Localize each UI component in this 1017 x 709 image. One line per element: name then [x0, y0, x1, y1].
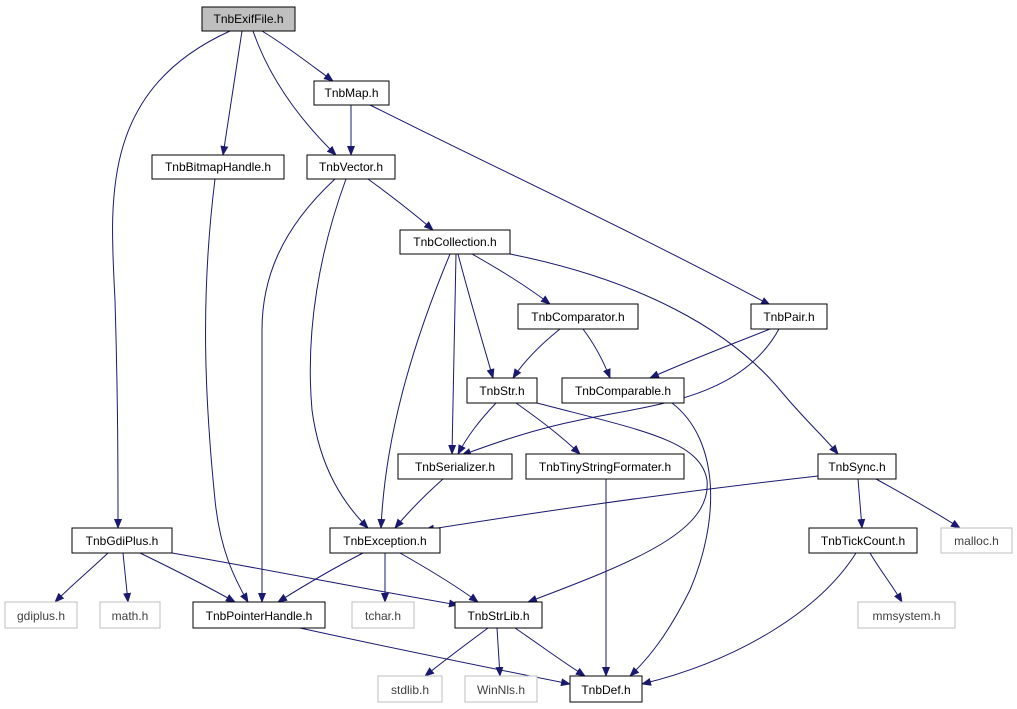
node-tnbexception[interactable]: TnbException.h	[329, 527, 441, 554]
node-label: TnbStrLib.h	[467, 609, 529, 623]
node-tnbcomparator[interactable]: TnbComparator.h	[517, 303, 639, 330]
node-label: WinNls.h	[477, 683, 525, 697]
edge-vector-to-exception	[309, 178, 369, 529]
edge-vector-to-collection	[367, 178, 434, 231]
node-winnls[interactable]: WinNls.h	[464, 675, 538, 703]
edge-gdiplus-to-strlib	[171, 552, 459, 608]
node-tnbdef[interactable]: TnbDef.h	[569, 675, 643, 703]
node-label: TnbSerializer.h	[415, 460, 495, 474]
node-label: TnbGdiPlus.h	[86, 534, 159, 548]
edge-exif-to-vector	[252, 30, 337, 156]
edge-gdiplus-to-math	[122, 552, 132, 603]
node-label: TnbVector.h	[319, 160, 383, 174]
node-malloc[interactable]: malloc.h	[940, 527, 1013, 554]
edge-vector-to-pointer	[258, 178, 336, 603]
node-label: TnbSync.h	[828, 460, 885, 474]
node-tnbgdiplus[interactable]: TnbGdiPlus.h	[71, 527, 173, 554]
node-label: gdiplus.h	[17, 609, 65, 623]
edge-comparable-to-def	[629, 402, 712, 677]
node-tnbcollection[interactable]: TnbCollection.h	[399, 229, 511, 255]
node-tnbmap[interactable]: TnbMap.h	[313, 80, 390, 106]
node-label: malloc.h	[954, 534, 999, 548]
node-tnbpair[interactable]: TnbPair.h	[750, 303, 828, 330]
edge-exception-to-pointer	[277, 552, 364, 603]
edge-sync-to-exception	[424, 475, 819, 533]
node-label: TnbComparable.h	[575, 384, 671, 398]
edge-str-to-strlib	[527, 402, 708, 603]
node-tnbsync[interactable]: TnbSync.h	[817, 453, 897, 480]
edge-comparator-to-comparable	[582, 328, 611, 379]
dependency-nodes: TnbExifFile.h TnbMap.h TnbBitmapHandle.h…	[4, 6, 1013, 703]
node-label: TnbCollection.h	[413, 235, 496, 249]
edge-collection-to-str	[457, 253, 495, 379]
edge-gdiplus-to-gdiplus-sys	[54, 552, 109, 603]
node-tchar[interactable]: tchar.h	[351, 601, 415, 629]
node-tnbtickcount[interactable]: TnbTickCount.h	[808, 527, 918, 554]
node-gdiplus-sys[interactable]: gdiplus.h	[4, 601, 78, 629]
node-label: tchar.h	[365, 609, 401, 623]
node-label: TnbMap.h	[324, 86, 378, 100]
edge-strlib-to-stdlib	[424, 627, 489, 677]
node-label: TnbStr.h	[479, 384, 524, 398]
dependency-edges	[54, 30, 961, 687]
edge-gdiplus-to-pointer	[139, 552, 236, 603]
edge-strlib-to-winnls	[495, 627, 504, 677]
edge-collection-to-serializer	[448, 253, 457, 455]
node-tnbstr[interactable]: TnbStr.h	[466, 377, 538, 404]
edge-comparator-to-str	[512, 328, 561, 379]
node-tnbvector[interactable]: TnbVector.h	[306, 154, 396, 180]
edge-exif-to-gdiplus	[112, 30, 231, 529]
edge-str-to-tiny	[515, 402, 581, 455]
edge-pair-to-comparable	[649, 328, 771, 379]
node-mmsystem[interactable]: mmsystem.h	[857, 601, 956, 629]
edge-bitmap-to-pointer	[205, 178, 249, 603]
node-math[interactable]: math.h	[99, 601, 161, 629]
edge-collection-to-sync	[509, 253, 839, 455]
edge-pointer-to-def	[299, 627, 571, 687]
node-label: TnbTinyStringFormater.h	[539, 460, 671, 474]
edge-serializer-to-exception	[394, 478, 444, 529]
node-tnbcomparable[interactable]: TnbComparable.h	[561, 377, 685, 404]
node-tnbpointerhandle[interactable]: TnbPointerHandle.h	[192, 601, 326, 629]
edge-tick-to-mmsystem	[869, 552, 903, 603]
node-label: stdlib.h	[391, 683, 429, 697]
edge-sync-to-malloc	[875, 478, 961, 529]
edge-sync-to-tick	[857, 478, 866, 529]
node-tnbstrlib[interactable]: TnbStrLib.h	[454, 601, 543, 629]
node-label: math.h	[112, 609, 149, 623]
edge-tick-to-def	[641, 552, 857, 686]
edge-str-to-serializer	[457, 402, 497, 455]
node-label: TnbExifFile.h	[213, 12, 283, 26]
edge-collection-to-comparator	[471, 253, 551, 305]
node-label: TnbPointerHandle.h	[206, 609, 313, 623]
edge-exif-to-map	[261, 30, 334, 82]
edge-exif-to-bitmap	[220, 30, 243, 156]
edge-map-to-pair	[369, 104, 771, 306]
node-stdlib[interactable]: stdlib.h	[377, 675, 443, 703]
node-label: TnbTickCount.h	[821, 534, 905, 548]
node-label: TnbDef.h	[581, 683, 630, 697]
edge-strlib-to-def	[514, 627, 586, 677]
node-label: TnbBitmapHandle.h	[165, 160, 271, 174]
node-tnbexiffile[interactable]: TnbExifFile.h	[201, 6, 296, 32]
node-tnbserializer[interactable]: TnbSerializer.h	[397, 453, 513, 480]
node-tnbtinystringformater[interactable]: TnbTinyStringFormater.h	[525, 453, 685, 480]
node-label: TnbException.h	[343, 534, 426, 548]
node-label: TnbPair.h	[763, 310, 814, 324]
node-label: mmsystem.h	[872, 609, 940, 623]
node-label: TnbComparator.h	[531, 310, 624, 324]
node-tnbbitmaphandle[interactable]: TnbBitmapHandle.h	[151, 154, 285, 180]
edge-collection-to-exception	[377, 253, 451, 529]
edge-exception-to-strlib	[399, 552, 479, 603]
